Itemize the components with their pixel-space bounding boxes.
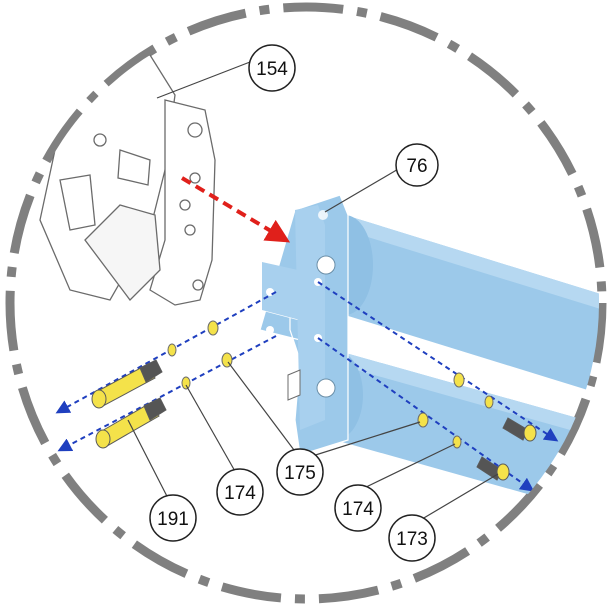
detail-ring [5,2,607,604]
callout-174-left-label: 174 [224,483,256,504]
callout-191: 191 [149,494,197,542]
callout-174-left: 174 [216,468,264,516]
callout-76: 76 [395,143,439,187]
callout-154: 154 [248,44,296,92]
callout-175-label: 175 [284,463,316,484]
assembly-arrow [180,176,291,243]
callout-76-label: 76 [406,156,427,177]
washers [167,320,494,449]
callout-191-label: 191 [157,509,189,530]
callout-173-label: 173 [396,529,428,550]
callout-174-right: 174 [334,484,382,532]
callout-173: 173 [388,514,436,562]
callout-174-right-label: 174 [342,499,374,520]
bolts-191 [91,359,167,449]
bolts-173 [476,417,537,481]
leader-lines [127,61,499,526]
callout-175: 175 [276,448,324,496]
bracket-154 [39,54,216,306]
callout-154-label: 154 [256,59,288,80]
